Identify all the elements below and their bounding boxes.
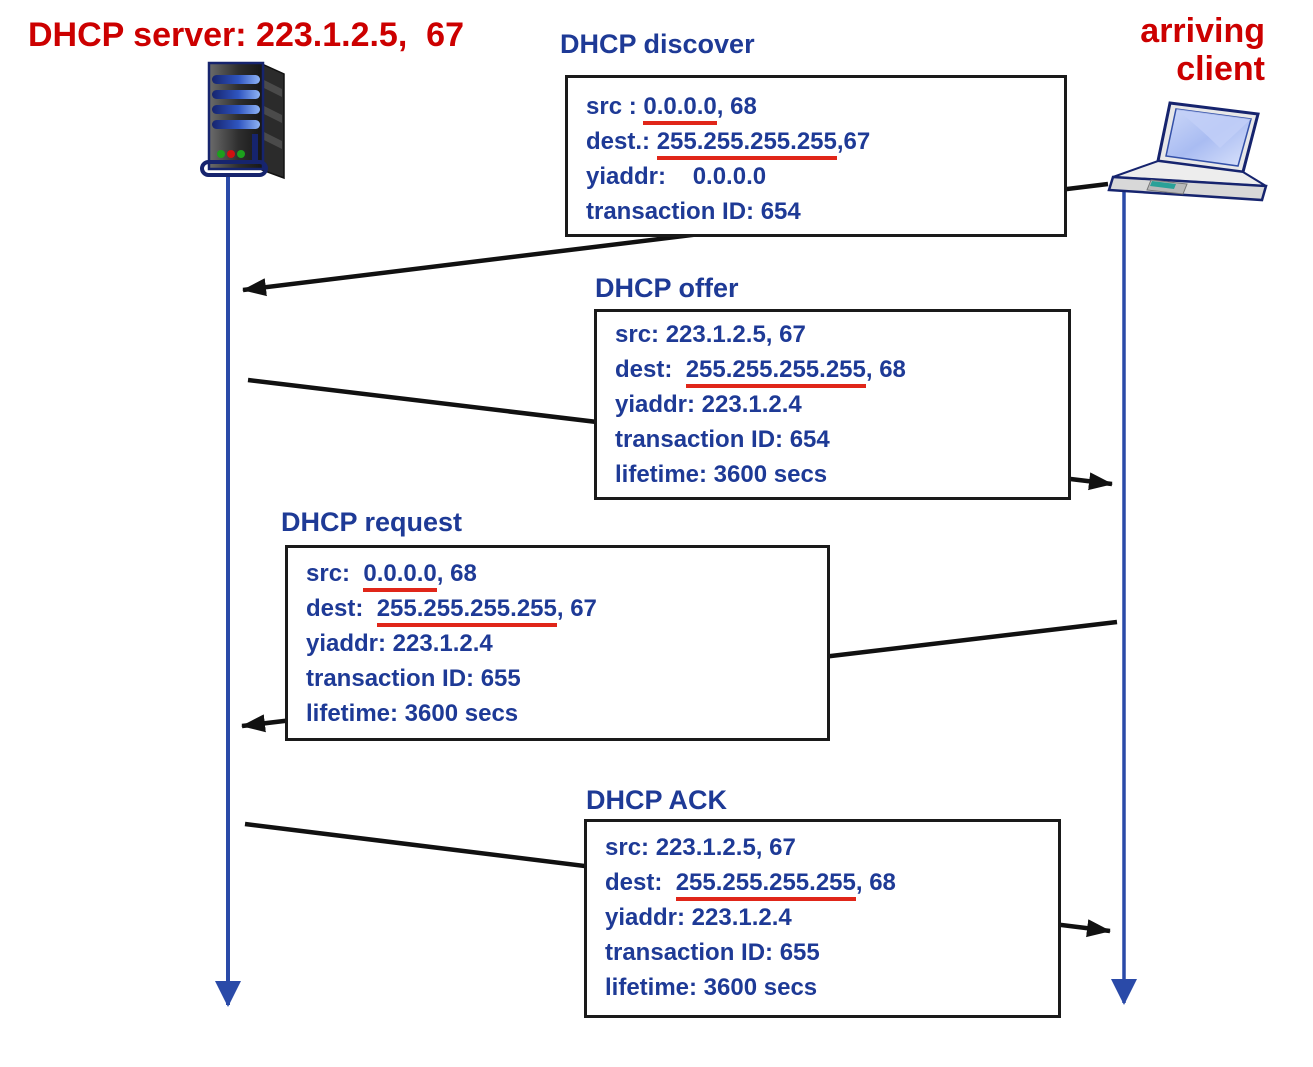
red-underlined-address: 255.255.255.255: [376, 595, 557, 627]
message-field-line: dest: 255.255.255.255, 68: [597, 352, 1068, 388]
message-field-line: src : 0.0.0.0, 68: [568, 89, 1064, 125]
client-title: arriving client: [1140, 12, 1265, 88]
message-field-line: src: 223.1.2.5, 67: [615, 321, 806, 348]
red-underlined-address: 0.0.0.0: [643, 93, 717, 125]
message-label-dhcp-discover: DHCP discover: [560, 29, 755, 59]
message-field-line: lifetime: 3600 secs: [605, 974, 818, 1001]
message-field-line: src: 223.1.2.5, 67: [605, 834, 796, 861]
red-underlined-address: 255.255.255.255: [675, 869, 856, 901]
message-field-line: transaction ID: 655: [605, 939, 820, 966]
message-field-line: yiaddr: 223.1.2.4: [615, 391, 802, 418]
message-box-dhcp-ack: src: 223.1.2.5, 67 dest: 255.255.255.255,…: [584, 819, 1061, 1018]
server-led-red: [227, 150, 235, 158]
message-field-line: yiaddr: 223.1.2.4: [605, 904, 792, 931]
server-led-green-1: [217, 150, 225, 158]
message-field-line: dest.: 255.255.255.255,67: [568, 124, 1064, 160]
message-field-line: transaction ID: 654: [586, 198, 801, 225]
server-title: DHCP server: 223.1.2.5, 67: [28, 16, 464, 54]
message-label-dhcp-ack: DHCP ACK: [586, 785, 728, 815]
message-field-line: transaction ID: 654: [615, 426, 830, 453]
red-underlined-address: 0.0.0.0: [363, 560, 437, 592]
server-led-green-2: [237, 150, 245, 158]
message-field-line: yiaddr: 0.0.0.0: [586, 163, 767, 190]
red-underlined-address: 255.255.255.255: [685, 356, 866, 388]
server-icon: [200, 61, 285, 180]
message-box-dhcp-offer: src: 223.1.2.5, 67 dest: 255.255.255.255,…: [594, 309, 1071, 500]
message-field-line: dest: 255.255.255.255, 68: [587, 865, 1058, 901]
message-field-line: yiaddr: 223.1.2.4: [306, 630, 493, 657]
message-field-line: dest: 255.255.255.255, 67: [288, 591, 827, 627]
message-field-line: transaction ID: 655: [306, 665, 521, 692]
message-label-dhcp-offer: DHCP offer: [595, 273, 739, 303]
red-underlined-address: 255.255.255.255: [656, 128, 837, 160]
message-field-line: lifetime: 3600 secs: [306, 700, 519, 727]
message-field-line: src: 0.0.0.0, 68: [288, 556, 827, 592]
message-label-dhcp-request: DHCP request: [281, 507, 463, 537]
message-field-line: lifetime: 3600 secs: [615, 461, 828, 488]
laptop-icon: [1107, 101, 1268, 202]
